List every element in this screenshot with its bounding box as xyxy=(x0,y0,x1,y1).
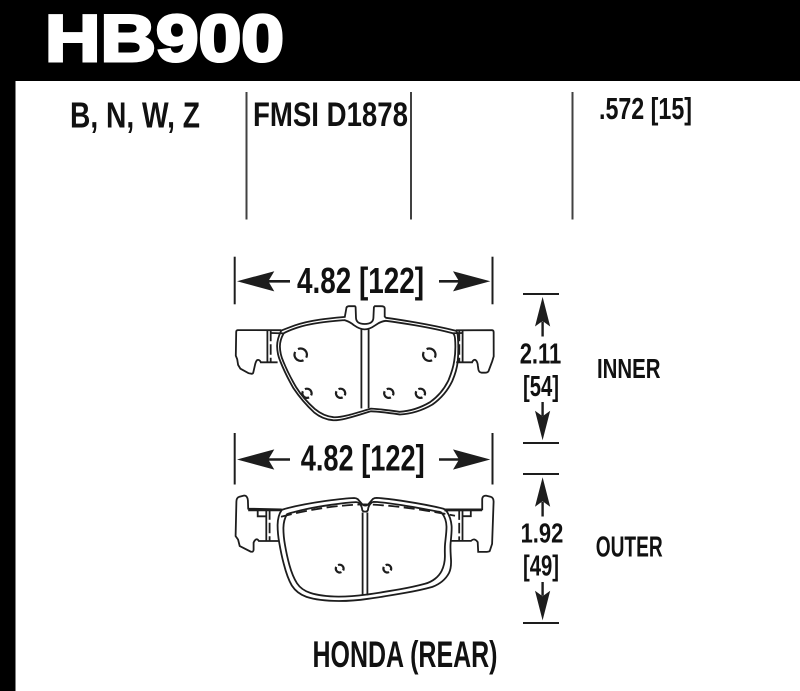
svg-text:HB900: HB900 xyxy=(45,2,284,76)
svg-text:[54]: [54] xyxy=(523,371,559,403)
svg-text:OUTER: OUTER xyxy=(596,532,663,564)
svg-text:B, N, W, Z: B, N, W, Z xyxy=(70,95,200,136)
svg-text:.572 [15]: .572 [15] xyxy=(599,93,692,126)
svg-text:2.11: 2.11 xyxy=(520,338,562,370)
svg-text:FMSI D1878: FMSI D1878 xyxy=(253,96,408,134)
svg-text:4.82 [122]: 4.82 [122] xyxy=(297,260,424,301)
svg-text:[49]: [49] xyxy=(523,551,559,583)
svg-text:4.82 [122]: 4.82 [122] xyxy=(301,438,425,479)
svg-text:HONDA (REAR): HONDA (REAR) xyxy=(313,633,498,675)
svg-text:1.92: 1.92 xyxy=(521,517,564,548)
svg-text:INNER: INNER xyxy=(597,353,661,384)
